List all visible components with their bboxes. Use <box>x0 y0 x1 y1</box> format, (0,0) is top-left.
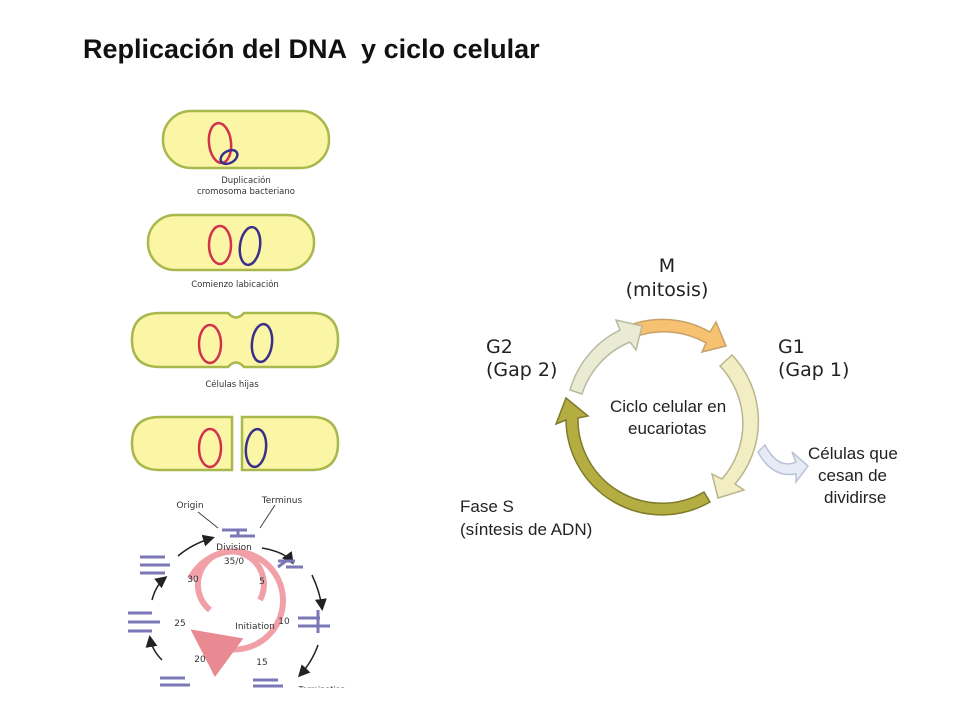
caption-comienzo: Comienzo labicación <box>191 279 279 290</box>
label-origin: Origin <box>176 501 203 511</box>
label-gap2: (Gap 2) <box>486 359 557 381</box>
exit-label-line3: dividirse <box>824 488 886 507</box>
fork-5 <box>278 561 303 567</box>
fork-15 <box>253 680 283 686</box>
label-division: Division <box>216 543 252 553</box>
exit-arrow <box>758 445 808 482</box>
label-division-value: 35/0 <box>224 557 244 567</box>
g1-phase-arc <box>712 355 758 498</box>
fork-20 <box>160 678 190 685</box>
bacterium-duplication <box>163 111 329 168</box>
exit-label-line2: cesan de <box>818 466 887 485</box>
label-gap1: (Gap 1) <box>778 359 849 381</box>
center-label-line2: eucariotas <box>628 419 706 438</box>
fork-25 <box>128 613 160 631</box>
exit-label-line1: Células que <box>808 444 898 463</box>
bacterium-early-division <box>148 215 314 270</box>
fork-10 <box>298 610 330 633</box>
m-phase-arc <box>630 319 726 352</box>
tick-10: 10 <box>278 617 290 627</box>
fork-30 <box>140 557 170 573</box>
tick-20: 20 <box>194 655 206 665</box>
label-initiation: Initiation <box>235 622 275 632</box>
tick-5: 5 <box>259 577 265 587</box>
label-g2: G2 <box>486 336 513 358</box>
tick-30: 30 <box>187 575 199 585</box>
label-mitosis: (mitosis) <box>626 279 709 301</box>
label-m-phase: M <box>659 255 675 277</box>
g2-phase-arc <box>570 320 642 394</box>
fork-division <box>222 530 255 536</box>
label-fase-s: Fase S <box>460 497 514 516</box>
label-sintesis-adn: (síntesis de ADN) <box>460 520 592 539</box>
caption-celulas-hijas: Células hijas <box>205 379 259 390</box>
label-g1: G1 <box>778 336 805 358</box>
cell-cycle-diagram <box>556 319 808 514</box>
caption-cromosoma: cromosoma bacteriano <box>197 187 295 197</box>
tick-25: 25 <box>174 619 185 629</box>
replication-cycle: Origin Terminus Division 35/0 Initiation… <box>128 496 345 694</box>
bacterium-daughters <box>132 417 338 470</box>
label-terminus: Terminus <box>261 496 303 506</box>
bacterium-constriction <box>132 313 338 367</box>
center-label-line1: Ciclo celular en <box>610 397 726 416</box>
tick-15: 15 <box>256 658 267 668</box>
caption-duplicacion: Duplicación <box>221 175 271 186</box>
